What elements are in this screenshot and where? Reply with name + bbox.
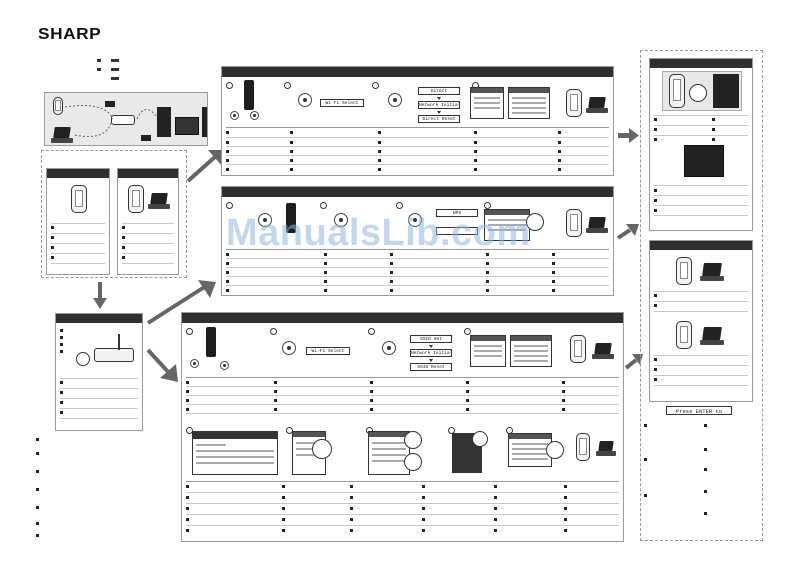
zoom-circle: [526, 213, 544, 231]
watermark: ManualsLib.com: [226, 212, 531, 254]
router-icon: [94, 348, 134, 362]
smartphone-icon: [566, 209, 582, 237]
laptop-icon: [700, 327, 724, 345]
lcd-display: SSID Reset: [410, 363, 452, 371]
down-arrow-icon: [93, 282, 107, 309]
screenshot-thumbnail: [368, 431, 410, 475]
arrow-icon: [616, 224, 639, 240]
arrow-icon: [146, 280, 216, 325]
lcd-display: WPS: [436, 209, 478, 217]
lcd-display: [436, 227, 478, 235]
hifi-unit-icon: [175, 117, 199, 135]
lcd-display: Wi-Fi Select: [320, 99, 364, 107]
lcd-display: Network Initial: [418, 101, 460, 109]
connection-label: [105, 101, 115, 107]
zoom-circle: [689, 84, 707, 102]
screenshot-thumbnail: [508, 433, 552, 467]
legend-mark: [97, 59, 101, 62]
ssid-setup-section: Wi-Fi Select SSID Set Network Initial SS…: [181, 312, 624, 542]
legend-mark: [111, 59, 119, 62]
lcd-display: Wi-Fi Select: [306, 347, 350, 355]
smartphone-icon: [669, 74, 685, 108]
dpad-icon: [258, 213, 272, 227]
lcd-display: Press ENTER to: [666, 406, 732, 415]
zoom-circle: [76, 352, 90, 366]
sharp-logo: SHARP: [38, 26, 102, 43]
laptop-icon: [51, 127, 73, 143]
speaker-icon: [202, 107, 207, 137]
smartphone-icon: [566, 89, 582, 117]
remote-control-icon: [206, 327, 216, 357]
playback-panel: [649, 240, 753, 402]
smartphone-icon: [676, 321, 692, 349]
lcd-display: Direct Reset: [418, 115, 460, 123]
dpad-icon: [334, 213, 348, 227]
lcd-display: Direct: [418, 87, 460, 95]
dpad-icon: [282, 341, 296, 355]
app-panel: [649, 58, 753, 231]
dpad-icon: [382, 341, 396, 355]
smartphone-icon: [71, 185, 87, 213]
android-device-panel: [117, 168, 179, 275]
dpad-icon: [298, 93, 312, 107]
smartphone-icon: [53, 97, 63, 115]
zoom-circle: [472, 431, 488, 447]
legend-mark: [111, 68, 119, 71]
wifi-direct-section: Wi-Fi Select Direct Network Initial Dire…: [221, 66, 614, 176]
router-setup-panel: [55, 313, 143, 431]
connection-label: [141, 135, 151, 141]
hifi-unit-icon: [684, 145, 724, 177]
laptop-icon: [596, 441, 616, 456]
legend-mini-list: [97, 58, 127, 82]
legend-mark: [111, 77, 119, 80]
app-screenshot: [662, 71, 742, 111]
lcd-display: SSID Set: [410, 335, 452, 343]
laptop-icon: [148, 193, 170, 209]
smartphone-icon: [570, 335, 586, 363]
arrow-icon: [618, 128, 639, 143]
zoom-circle: [404, 431, 422, 449]
zoom-circle: [546, 441, 564, 459]
remote-control-icon: [286, 203, 296, 233]
screenshot-thumbnail: [470, 87, 504, 119]
arrow-icon: [146, 348, 178, 382]
zoom-circle: [404, 453, 422, 471]
laptop-icon: [592, 343, 614, 359]
router-icon: [111, 115, 135, 125]
ios-device-panel: [46, 168, 110, 275]
antenna: [118, 334, 120, 350]
dpad-icon: [190, 359, 199, 368]
setup-illustration: [44, 92, 208, 146]
arrow-icon: [186, 150, 224, 183]
lcd-display: Network Initial: [410, 349, 452, 357]
screenshot-thumbnail: [470, 335, 506, 367]
speaker-icon: [157, 107, 171, 137]
smartphone-icon: [676, 257, 692, 285]
zoom-circle: [312, 439, 332, 459]
dpad-icon: [230, 111, 239, 120]
browser-screenshot: [192, 431, 278, 475]
screenshot-thumbnail: [510, 335, 552, 367]
legend-mark: [97, 68, 101, 71]
screenshot-thumbnail: [508, 87, 550, 119]
device-choice-area: [41, 150, 187, 278]
remote-control-icon: [244, 80, 254, 110]
connection-lines: [65, 105, 158, 137]
laptop-icon: [586, 97, 608, 113]
dpad-icon: [408, 213, 422, 227]
dpad-icon: [220, 361, 229, 370]
dpad-icon: [388, 93, 402, 107]
smartphone-icon: [128, 185, 144, 213]
screenshot-thumbnail: [484, 209, 530, 241]
laptop-icon: [700, 263, 724, 281]
right-column: [640, 50, 763, 541]
wps-section: WPS: [221, 186, 614, 296]
smartphone-icon: [576, 433, 590, 461]
laptop-icon: [586, 217, 608, 233]
dpad-icon: [250, 111, 259, 120]
app-screen-dark: [713, 74, 739, 108]
